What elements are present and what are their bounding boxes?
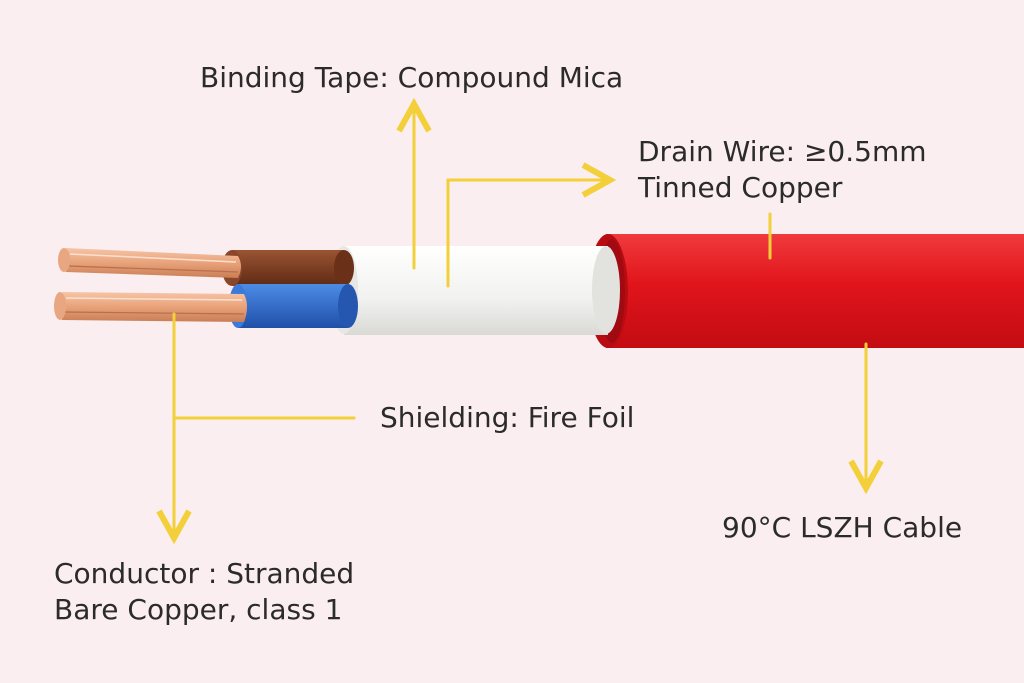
leader-drain-wire (446, 180, 610, 288)
label-sheath: 90°C LSZH Cable (722, 511, 963, 544)
label-binding-tape: Binding Tape: Compound Mica (200, 61, 624, 94)
outer-sheath (588, 234, 1024, 348)
leader-lines (174, 104, 866, 538)
copper-conductors (54, 248, 247, 322)
shielding-layer (330, 246, 620, 335)
label-drain-wire: Drain Wire: ≥0.5mm Tinned Copper (638, 135, 927, 204)
label-conductor: Conductor : Stranded Bare Copper, class … (54, 557, 355, 626)
label-shielding: Shielding: Fire Foil (380, 401, 635, 434)
